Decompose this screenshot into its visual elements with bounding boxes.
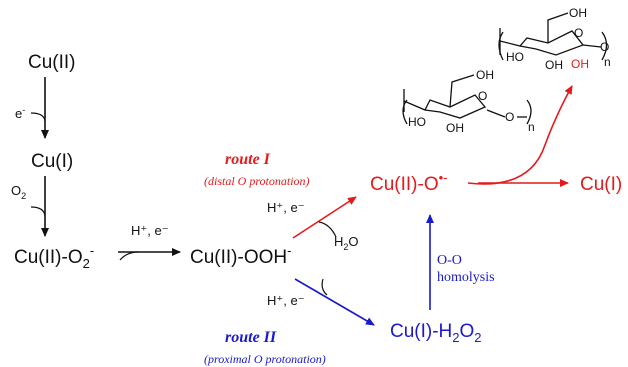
cu2-hydroperoxo-label: Cu(II)-OOH- xyxy=(190,243,291,268)
protonation-curl xyxy=(119,251,139,261)
product-o-link: O xyxy=(600,40,609,54)
proton-electron-label-2: H⁺, e⁻ xyxy=(267,200,305,215)
route-1-subtitle: (distal O protonation) xyxy=(204,174,310,188)
route-2-subtitle: (proximal O protonation) xyxy=(204,352,326,366)
substrate-ring-o: O xyxy=(478,89,487,103)
route-2-curl xyxy=(321,278,328,296)
oxidized-cellulose-product: OH O HO OH OH O n xyxy=(498,6,611,72)
product-new-oh: OH xyxy=(571,57,589,71)
substrate-oh-bottom: OH xyxy=(446,121,464,135)
cu1-product-label: Cu(I) xyxy=(580,174,622,195)
substrate-n: n xyxy=(528,120,535,134)
route-2-title: route II xyxy=(225,329,277,346)
cu2-label: Cu(II) xyxy=(28,52,76,73)
homolysis-label-1: O-O xyxy=(437,253,462,268)
product-oh-bottom: OH xyxy=(545,58,563,72)
substrate-oh-top: OH xyxy=(476,68,494,82)
route-2-arrow xyxy=(294,278,375,326)
proton-electron-label-1: H⁺, e⁻ xyxy=(131,223,169,238)
product-n: n xyxy=(604,55,611,69)
route-1-arrow xyxy=(292,196,357,239)
product-oh-top: OH xyxy=(569,6,587,20)
cellulose-substrate: OH O HO OH O n xyxy=(396,68,535,135)
electron-label-1: e- xyxy=(15,105,25,121)
product-ho: HO xyxy=(506,50,524,64)
substrate-hydroxylation-arrow xyxy=(467,85,573,185)
cu1-peroxide-label: Cu(I)-H2O2 xyxy=(390,321,482,345)
oxygen-curl xyxy=(30,206,46,217)
route-1-title: route I xyxy=(225,151,271,168)
water-release-curl xyxy=(318,221,337,238)
cu1-label: Cu(I) xyxy=(31,151,73,172)
electron-curl-1 xyxy=(30,112,46,122)
water-label: H2O xyxy=(334,234,359,252)
oxygen-label: O2 xyxy=(11,183,26,201)
cu2-superoxo-label: Cu(II)-O2- xyxy=(14,243,94,271)
substrate-ho: HO xyxy=(408,115,426,129)
homolysis-label-2: homolysis xyxy=(437,270,495,285)
proton-electron-label-3: H⁺, e⁻ xyxy=(267,293,305,308)
product-ring-o: O xyxy=(574,26,583,40)
substrate-o-link: O xyxy=(505,110,514,124)
cu2-oxyl-label: Cu(II)-O•- xyxy=(370,170,448,195)
